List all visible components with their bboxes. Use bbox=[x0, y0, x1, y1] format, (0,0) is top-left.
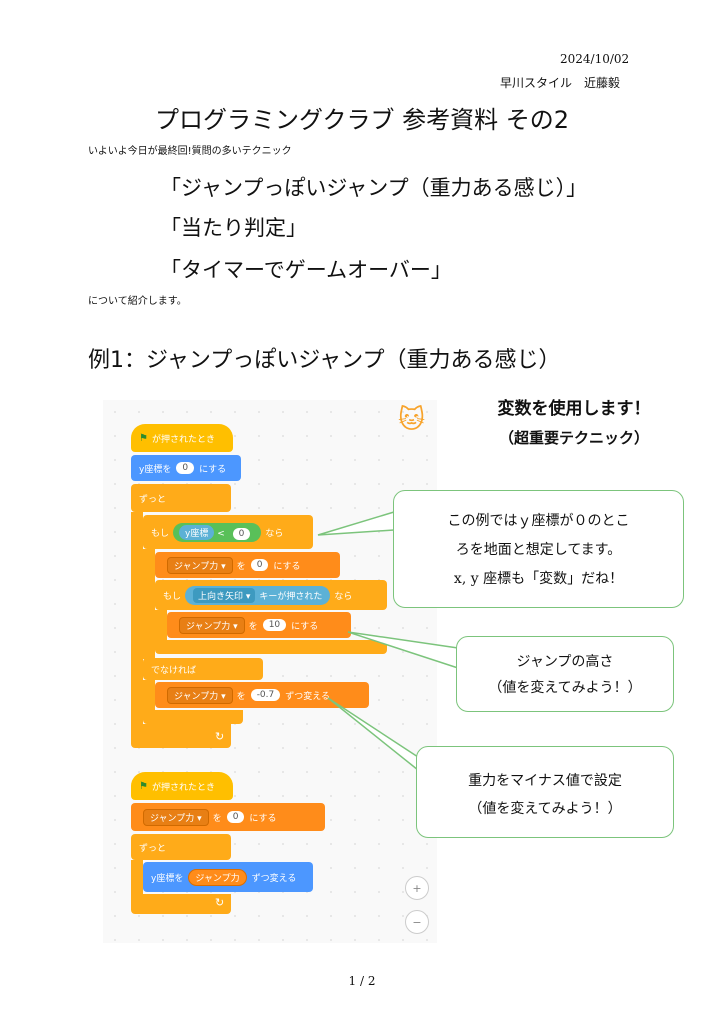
if-arm bbox=[143, 549, 155, 659]
intro-text: いよいよ今日が最終回!質問の多いテクニック bbox=[88, 146, 292, 157]
forever-block[interactable]: ずっと bbox=[131, 484, 231, 512]
when-flag-clicked-block-2[interactable]: ⚑が押されたとき bbox=[131, 772, 233, 800]
if-key-end bbox=[155, 640, 387, 654]
forever-end bbox=[131, 724, 231, 748]
forever-arm bbox=[131, 512, 143, 734]
callout-3-pointer bbox=[327, 697, 419, 771]
topic-collision: 「当たり判定」 bbox=[160, 216, 307, 240]
callout-1-pointer bbox=[317, 511, 395, 536]
less-than-operator[interactable]: y座標 < 0 bbox=[173, 522, 262, 542]
green-flag-icon: ⚑ bbox=[139, 780, 148, 792]
document-date: 2024/10/02 bbox=[560, 52, 630, 66]
if-key-block[interactable]: もし 上向き矢印 ▾キーが押された なら bbox=[155, 580, 387, 610]
page-number: 1 / 2 bbox=[348, 974, 376, 988]
callout-jump-height: ジャンプの高さ （値を変えてみよう！） bbox=[456, 636, 674, 712]
forever-block-2[interactable]: ずっと bbox=[131, 834, 231, 860]
forever-arm-2 bbox=[131, 860, 143, 894]
loop-arrow-icon: ↻ bbox=[215, 730, 225, 743]
document-author: 早川スタイル 近藤毅 bbox=[500, 76, 621, 90]
set-y-value[interactable]: 0 bbox=[176, 462, 195, 474]
zoom-out-icon[interactable]: − bbox=[405, 910, 429, 934]
callout-2-pointer bbox=[347, 631, 459, 669]
forever-end-2 bbox=[131, 894, 231, 914]
callout-gravity: 重力をマイナス値で設定 （値を変えてみよう！） bbox=[416, 746, 674, 838]
variable-note-line1: 変数を使用します！ bbox=[497, 399, 651, 419]
else-arm bbox=[143, 680, 155, 716]
page-title: プログラミングクラブ 参考資料 その2 bbox=[154, 106, 570, 134]
if-key-arm bbox=[155, 610, 167, 640]
topic-jump: 「ジャンプっぽいジャンプ（重力ある感じ）」 bbox=[160, 176, 588, 200]
if-else-block[interactable]: もし y座標 < 0 なら bbox=[143, 515, 313, 549]
key-pressed-sensor[interactable]: 上向き矢印 ▾キーが押された bbox=[185, 585, 331, 605]
loop-arrow-icon: ↻ bbox=[215, 896, 225, 909]
topic-timer: 「タイマーでゲームオーバー」 bbox=[160, 258, 452, 282]
else-label: でなければ bbox=[143, 658, 263, 680]
when-flag-clicked-block[interactable]: ⚑が押されたとき bbox=[131, 424, 233, 452]
if-else-end bbox=[143, 710, 243, 724]
green-flag-icon: ⚑ bbox=[139, 432, 148, 444]
section-heading: 例1：ジャンプっぽいジャンプ（重力ある感じ） bbox=[88, 348, 561, 373]
variable-note-line2: （超重要テクニック） bbox=[498, 429, 649, 447]
outro-text: について紹介します。 bbox=[88, 296, 187, 307]
variable-note: 変数を使用します！ （超重要テクニック） bbox=[468, 395, 680, 453]
change-y-block[interactable]: y座標をジャンプ力ずつ変える bbox=[143, 862, 313, 892]
scratch-cat-icon: 🐱 bbox=[398, 405, 426, 435]
zoom-in-icon[interactable]: + bbox=[405, 876, 429, 900]
callout-ground: この例ではｙ座標が０のとこ ろを地面と想定してます。 x, y 座標も「変数」だ… bbox=[393, 490, 684, 608]
